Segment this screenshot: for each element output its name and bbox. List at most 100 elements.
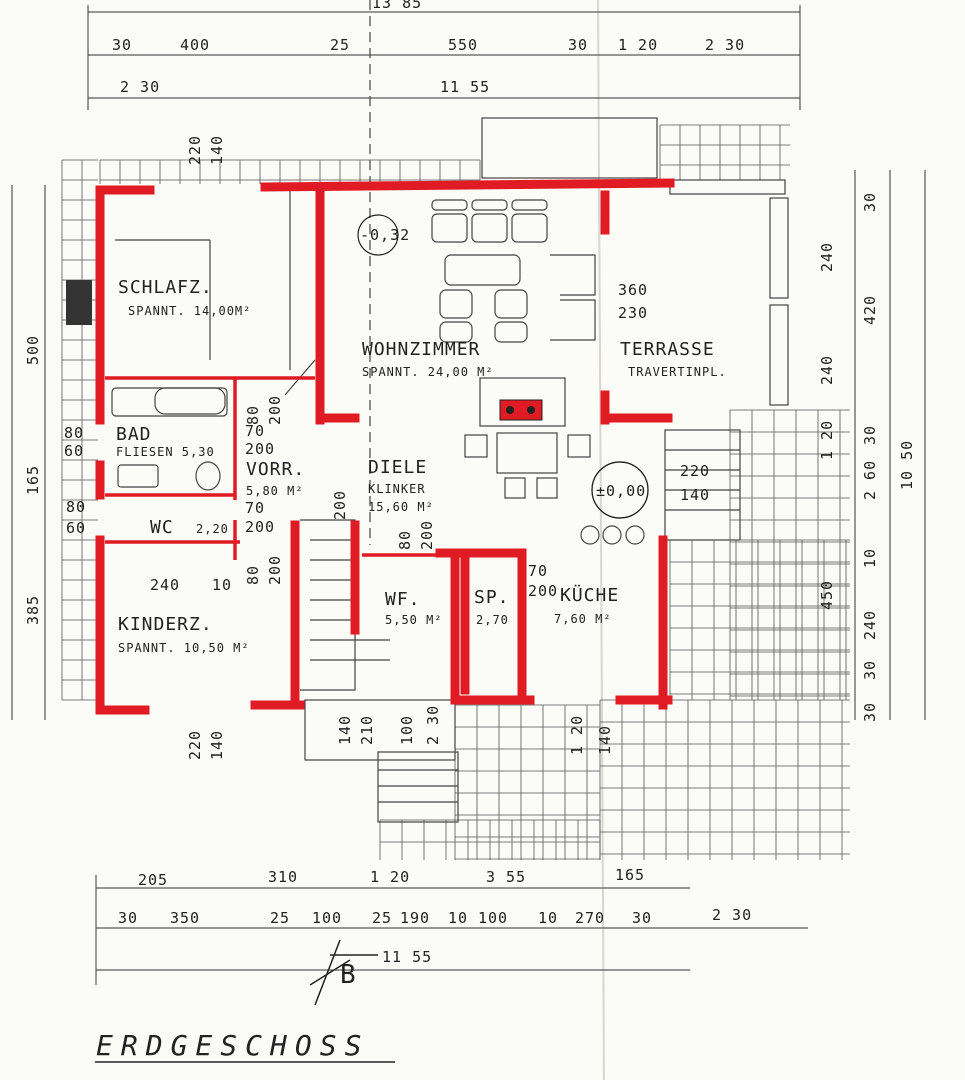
room-name: TERRASSE bbox=[620, 339, 715, 360]
dim-label: 10 bbox=[861, 548, 879, 568]
dim-label: 310 bbox=[268, 868, 298, 886]
dim-label: 10 bbox=[212, 576, 232, 594]
dim-label: 350 bbox=[170, 909, 200, 927]
room-name: VORR. bbox=[246, 459, 305, 480]
dim-label: 420 bbox=[861, 295, 879, 325]
dim-label: 400 bbox=[180, 36, 210, 54]
dim-row-bottom-1: 205 310 1 20 3 55 165 bbox=[138, 866, 645, 889]
dim-label: 140 bbox=[208, 730, 226, 760]
room-detail: 2,70 bbox=[476, 613, 509, 627]
dim-label: 2 30 bbox=[705, 36, 745, 54]
dim-label: 70 bbox=[528, 562, 548, 580]
room-wohnzimmer: WOHNZIMMER SPANNT. 24,00 M² bbox=[362, 339, 494, 379]
dim-label: 2 30 bbox=[712, 906, 752, 924]
dim-label: 200 bbox=[528, 582, 558, 600]
room-name: SCHLAFZ. bbox=[118, 277, 213, 298]
page-title: ERDGESCHOSS bbox=[96, 1029, 369, 1062]
dim-label: 60 bbox=[64, 442, 84, 460]
room-detail: 15,60 M² bbox=[368, 500, 434, 514]
room-detail: SPANNT. 24,00 M² bbox=[362, 365, 494, 379]
room-bad: BAD FLIESEN 5,30 bbox=[116, 424, 215, 459]
dim-label: 165 bbox=[615, 866, 645, 884]
dim-label: 220 bbox=[186, 135, 204, 165]
chimney bbox=[66, 280, 92, 325]
dim-label: 200 bbox=[331, 490, 349, 520]
dim-label: 80 bbox=[244, 565, 262, 585]
dim-label: 220 bbox=[680, 462, 710, 480]
dim-label: 220 bbox=[186, 730, 204, 760]
room-schlafzimmer: SCHLAFZ. SPANNT. 14,00M² bbox=[118, 277, 251, 318]
room-detail: SPANNT. 14,00M² bbox=[128, 304, 251, 318]
room-detail: 2,20 bbox=[196, 522, 229, 536]
dim-label: 2 30 bbox=[424, 705, 442, 745]
dim-label: 100 bbox=[312, 909, 342, 927]
dim-label: 140 bbox=[336, 715, 354, 745]
dim-row-bottom-2: 30 350 25 100 25 190 10 100 10 270 30 2 … bbox=[118, 906, 752, 927]
dim-column-right: 30 240 420 240 30 1 20 2 60 10 450 240 3… bbox=[818, 192, 916, 722]
dim-label: 1 20 bbox=[818, 420, 836, 460]
dim-label: 30 bbox=[118, 909, 138, 927]
room-name: KINDERZ. bbox=[118, 614, 213, 635]
dim-label: 240 bbox=[861, 610, 879, 640]
room-detail: TRAVERTINPL. bbox=[628, 365, 727, 379]
room-diele: DIELE KLINKER 15,60 M² bbox=[368, 457, 434, 514]
dim-label: 11 55 bbox=[382, 948, 432, 966]
dim-label: 450 bbox=[818, 580, 836, 610]
dim-label: 100 bbox=[478, 909, 508, 927]
dim-label: 25 bbox=[270, 909, 290, 927]
dim-label: 80 bbox=[396, 530, 414, 550]
dim-label: 550 bbox=[448, 36, 478, 54]
interior-lines bbox=[111, 0, 789, 823]
burner-icon bbox=[506, 406, 514, 414]
room-kinderzimmer: KINDERZ. SPANNT. 10,50 M² bbox=[118, 614, 249, 655]
room-detail: 7,60 M² bbox=[554, 612, 612, 626]
level-label: ±0,00 bbox=[596, 482, 646, 500]
dim-label: 360 bbox=[618, 281, 648, 299]
room-detail: KLINKER bbox=[368, 482, 426, 496]
room-waschkueche: WF. 5,50 M² bbox=[385, 589, 442, 627]
dim-label: 2 30 bbox=[120, 78, 160, 96]
level-marker bbox=[591, 461, 649, 519]
room-name: WC bbox=[150, 517, 174, 538]
dim-label: 70 bbox=[245, 422, 265, 440]
room-name: BAD bbox=[116, 424, 152, 445]
dim-label: 80 bbox=[244, 405, 262, 425]
dim-label: 270 bbox=[575, 909, 605, 927]
dimension-lines bbox=[11, 5, 926, 985]
dim-interior: 220 140 220 140 220 140 80 200 70 200 70… bbox=[150, 135, 710, 760]
room-vorraum: VORR. 5,80 M² bbox=[246, 459, 305, 498]
dim-label: 11 55 bbox=[440, 78, 490, 96]
dim-label: 2 60 bbox=[861, 460, 879, 500]
level-label: -0,32 bbox=[360, 226, 410, 244]
dim-label: 205 bbox=[138, 871, 168, 889]
walls bbox=[95, 178, 675, 715]
dim-overall-top: 13 85 bbox=[372, 0, 422, 12]
room-detail: FLIESEN 5,30 bbox=[116, 445, 215, 459]
room-name: WOHNZIMMER bbox=[362, 339, 480, 360]
level-marker bbox=[357, 214, 399, 256]
dim-label: 30 bbox=[568, 36, 588, 54]
dim-label: 1 20 bbox=[370, 868, 410, 886]
dim-label: 140 bbox=[680, 486, 710, 504]
room-detail: 5,80 M² bbox=[246, 484, 304, 498]
room-name: KÜCHE bbox=[560, 584, 619, 606]
dim-label: 30 bbox=[861, 660, 879, 680]
dim-label: 70 bbox=[245, 499, 265, 517]
dim-label: 200 bbox=[266, 555, 284, 585]
dim-label: 1 20 bbox=[568, 715, 586, 755]
dim-label: 3 55 bbox=[486, 868, 526, 886]
dim-label: 230 bbox=[618, 304, 648, 322]
dim-label: 30 bbox=[861, 425, 879, 445]
dim-label: 200 bbox=[266, 395, 284, 425]
dim-label: 10 bbox=[448, 909, 468, 927]
dim-label: 10 50 bbox=[898, 440, 916, 490]
room-kueche: KÜCHE 7,60 M² bbox=[554, 584, 619, 626]
dim-label: 240 bbox=[818, 355, 836, 385]
dim-label: 190 bbox=[400, 909, 430, 927]
dim-label: 30 bbox=[861, 192, 879, 212]
dim-label: 1 20 bbox=[618, 36, 658, 54]
dim-label: 80 bbox=[64, 424, 84, 442]
dim-label: 140 bbox=[208, 135, 226, 165]
section-label: B bbox=[340, 960, 357, 990]
